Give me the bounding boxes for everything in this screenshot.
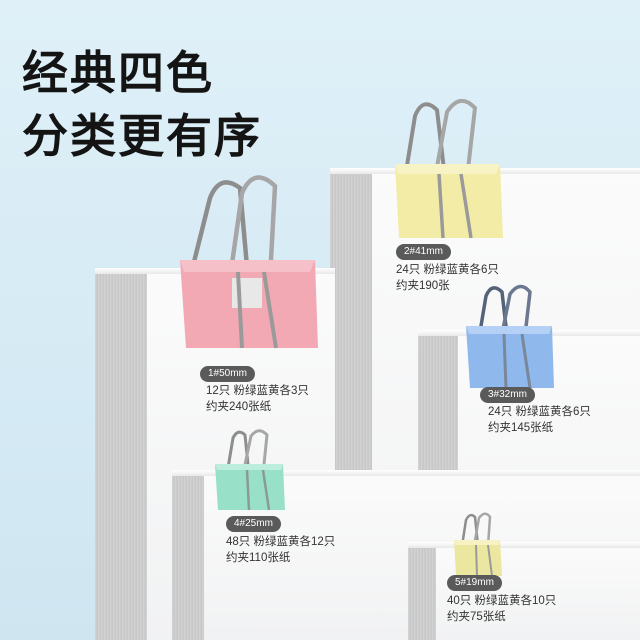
clip-3-count: 24只 粉绿蓝黄各6只 (488, 406, 591, 418)
headline-line-1: 经典四色 (22, 46, 214, 100)
clip-5-capacity: 约夹75张纸 (447, 611, 506, 623)
clip-3-size-tag: 3#32mm (480, 387, 535, 403)
binder-clip-green (215, 429, 285, 511)
binder-clip-blue (466, 284, 554, 389)
clip-4-count: 48只 粉绿蓝黄各12只 (226, 536, 336, 548)
clip-2-size-tag: 2#41mm (396, 244, 451, 260)
clip-1-capacity: 约夹240张纸 (206, 401, 272, 413)
clip-2-count: 24只 粉绿蓝黄各6只 (396, 264, 499, 276)
headline-line-2: 分类更有序 (22, 109, 262, 163)
clip-4-size-tag: 4#25mm (226, 516, 281, 532)
clip-1-size-tag: 1#50mm (200, 366, 255, 382)
binder-clip-yellow (395, 99, 503, 239)
clip-3-capacity: 约夹145张纸 (488, 422, 554, 434)
clip-5-count: 40只 粉绿蓝黄各10只 (447, 595, 557, 607)
clip-2-capacity: 约夹190张 (396, 280, 450, 292)
clip-1-count: 12只 粉绿蓝黄各3只 (206, 385, 309, 397)
paper-stack-5 (408, 542, 640, 640)
clip-5-size-tag: 5#19mm (447, 575, 502, 591)
binder-clip-pink (180, 175, 318, 349)
binder-clip-small-yellow (454, 512, 502, 577)
clip-4-capacity: 约夹110张纸 (226, 552, 291, 564)
